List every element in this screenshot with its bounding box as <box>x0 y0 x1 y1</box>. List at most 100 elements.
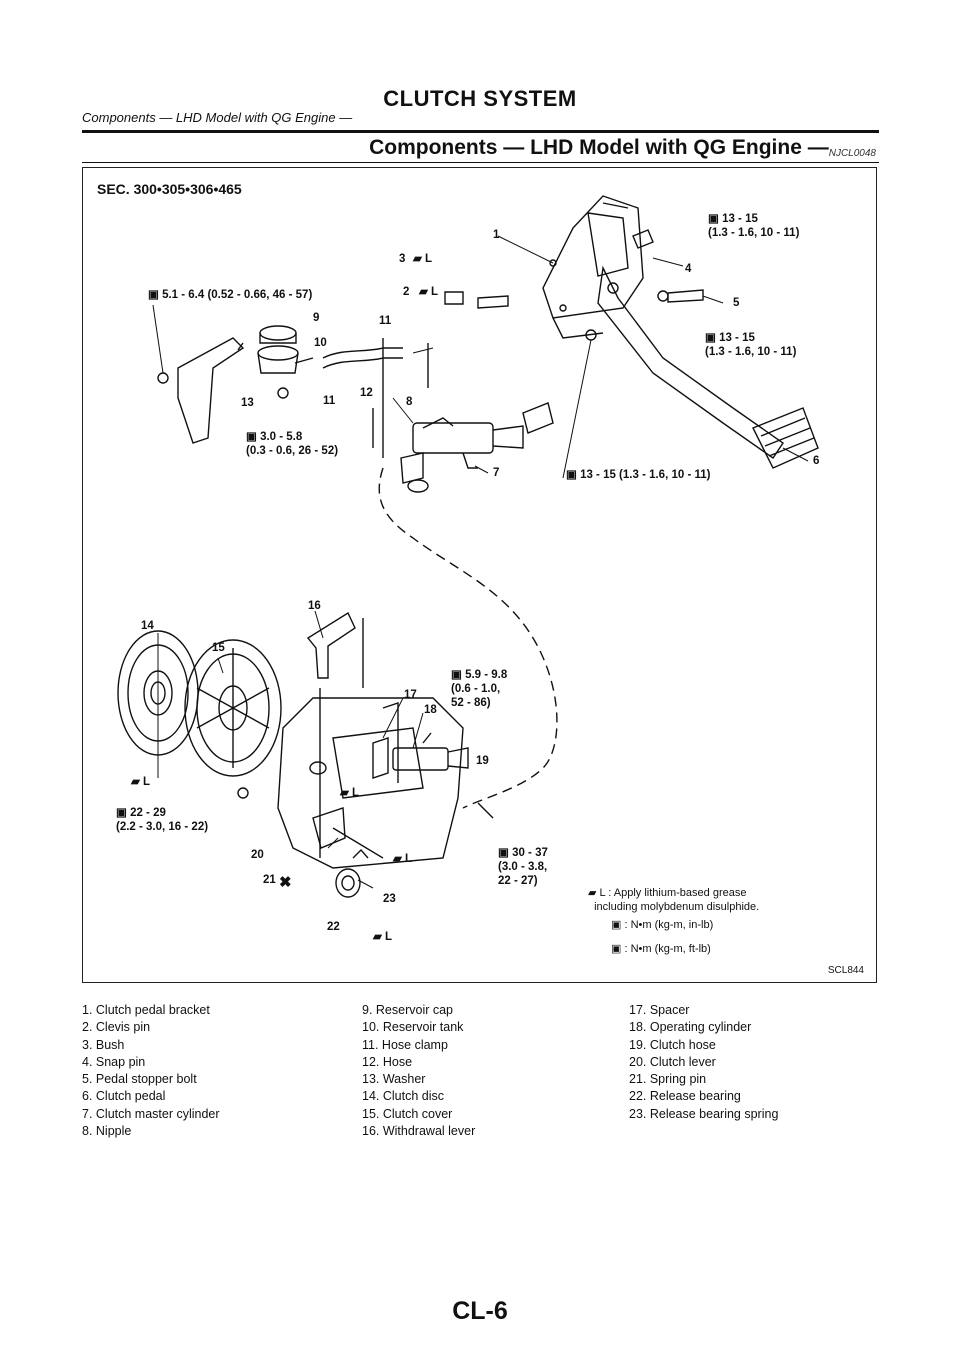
clutch-pipe-drawing <box>378 467 558 809</box>
part-item: 11. Hose clamp <box>362 1037 448 1052</box>
part-item: 4. Snap pin <box>82 1054 146 1069</box>
torque-label: ▣ 13 - 15 (1.3 - 1.6, 10 - 11) <box>705 331 796 359</box>
part-item: 17. Spacer <box>629 1003 690 1017</box>
legend-grease-text: : Apply lithium-based grease including m… <box>594 887 760 913</box>
section-code: NJCL0048 <box>828 148 876 159</box>
callout-number: 23 <box>383 893 396 905</box>
exploded-diagram: SEC. 300•305•306•465 ▣ 13 - 15 (1.3 - 1.… <box>82 167 877 983</box>
page-number: CL-6 <box>452 1297 508 1325</box>
clutch-cover-drawing <box>184 639 282 777</box>
reservoir-bracket-drawing <box>157 337 245 444</box>
part-item: 18. Operating cylinder <box>629 1020 752 1035</box>
part-item: 5. Pedal stopper bolt <box>82 1072 197 1087</box>
part-item: 8. Nipple <box>82 1124 132 1139</box>
cover-bolt-drawing <box>237 787 249 799</box>
hose-drawing <box>322 338 429 458</box>
grease-icon: ▰ L <box>393 853 413 865</box>
torque-text: 13 - 15 (1.3 - 1.6, 10 - 11) <box>708 213 800 239</box>
grease-marker: ▰ L <box>340 786 359 800</box>
transmission-housing-drawing <box>277 697 464 869</box>
section-title: Components — LHD Model with QG Engine —N… <box>369 136 876 160</box>
torque-wrench-icon: ▣ <box>451 669 466 681</box>
torque-wrench-icon: ▣ <box>611 919 625 931</box>
torque-text: 13 - 15 (1.3 - 1.6, 10 - 11) <box>580 469 711 481</box>
part-item: 12. Hose <box>362 1054 413 1069</box>
part-item: 23. Release bearing spring <box>629 1106 779 1121</box>
part-item: 9. Reservoir cap <box>362 1003 454 1017</box>
grease-marker: ▰ L <box>393 852 412 866</box>
withdrawal-lever-drawing <box>306 611 364 858</box>
torque-text: 5.9 - 9.8 (0.6 - 1.0, 52 - 86) <box>451 669 508 709</box>
clutch-pedal-drawing <box>597 265 819 469</box>
part-item: 2. Clevis pin <box>82 1020 151 1035</box>
torque-label: ▣ 3.0 - 5.8 (0.3 - 0.6, 26 - 52) <box>246 430 338 458</box>
section-title-text: Components — LHD Model with QG Engine — <box>369 136 829 159</box>
callout-number: 12 <box>360 387 373 399</box>
torque-label: ▣ 22 - 29 (2.2 - 3.0, 16 - 22) <box>116 806 208 834</box>
torque-wrench-icon: ▣ <box>148 289 163 301</box>
release-bearing-drawing <box>332 827 384 898</box>
operating-cylinder-drawing <box>372 702 469 783</box>
callout-number: 21 <box>263 874 276 886</box>
grease-icon: ▰ L <box>340 787 360 799</box>
torque-label: ▣ 13 - 15 (1.3 - 1.6, 10 - 11) <box>708 212 799 240</box>
part-item: 7. Clutch master cylinder <box>82 1106 220 1121</box>
torque-label: ▣ 30 - 37 (3.0 - 3.8, 22 - 27) <box>498 846 548 888</box>
figure-code: SCL844 <box>827 965 864 976</box>
callout-number: 9 <box>313 312 320 324</box>
callout-number: 13 <box>241 397 254 409</box>
bolts-drawing <box>444 229 704 341</box>
callout-number: 3 <box>399 253 406 265</box>
part-item: 14. Clutch disc <box>362 1089 444 1104</box>
diagram-drawing <box>117 195 819 898</box>
grease-icon: ▰ L <box>419 286 439 298</box>
grease-icon: ▰ L <box>413 253 433 265</box>
callout-number: 14 <box>141 620 154 632</box>
grease-icon: ▰ L <box>373 931 393 943</box>
part-item: 15. Clutch cover <box>362 1106 453 1121</box>
part-item: 3. Bush <box>82 1037 125 1052</box>
torque-text: 30 - 37 (3.0 - 3.8, 22 - 27) <box>498 847 548 887</box>
torque-wrench-icon: ▣ <box>705 332 720 344</box>
torque-label: ▣ 5.9 - 9.8 (0.6 - 1.0, 52 - 86) <box>451 668 507 710</box>
callout-number: 11 <box>379 315 392 327</box>
grease-marker: ▰ L <box>373 930 392 944</box>
torque-wrench-icon: ▣ <box>116 807 131 819</box>
callout-number: 22 <box>327 921 340 933</box>
grease-marker: ▰ L <box>413 252 432 266</box>
torque-text: 5.1 - 6.4 (0.52 - 0.66, 46 - 57) <box>162 289 313 301</box>
torque-wrench-icon: ▣ <box>498 847 513 859</box>
part-item: 6. Clutch pedal <box>82 1089 166 1104</box>
operating-bolt-drawing <box>477 802 494 819</box>
torque-text: 3.0 - 5.8 (0.3 - 0.6, 26 - 52) <box>246 431 339 457</box>
part-item: 19. Clutch hose <box>629 1037 716 1052</box>
callout-number: 15 <box>212 642 225 654</box>
torque-wrench-icon: ▣ <box>566 469 581 481</box>
section-rule <box>82 162 879 163</box>
parts-column-2: 9. Reservoir cap 10. Reservoir tank 11. … <box>362 1002 475 1140</box>
reservoir-tank-drawing <box>257 325 314 399</box>
master-cylinder-drawing <box>400 402 554 493</box>
torque-text: 22 - 29 (2.2 - 3.0, 16 - 22) <box>116 807 209 833</box>
grease-icon: ▰ L <box>588 887 609 899</box>
grease-marker: ▰ L <box>131 775 150 789</box>
legend-nm-in-text: : N•m (kg-m, in-lb) <box>624 919 714 931</box>
callout-number: 11 <box>323 395 336 407</box>
legend-nm-ft-text: : N•m (kg-m, ft-lb) <box>624 943 711 955</box>
callout-number: 10 <box>314 337 327 349</box>
callout-number: 5 <box>733 297 740 309</box>
leader-lines <box>152 235 809 889</box>
parts-column-1: 1. Clutch pedal bracket 2. Clevis pin 3.… <box>82 1002 220 1140</box>
callout-number: 4 <box>685 263 692 275</box>
callout-number: 16 <box>308 600 321 612</box>
legend-grease: ▰ L : Apply lithium-based grease includi… <box>588 886 759 914</box>
replace-x-icon: ✖ <box>279 874 292 891</box>
grease-marker: ▰ L <box>419 285 438 299</box>
callout-number: 7 <box>493 467 500 479</box>
callout-number: 8 <box>406 396 413 408</box>
part-item: 20. Clutch lever <box>629 1054 716 1069</box>
grease-icon: ▰ L <box>131 776 151 788</box>
page-header-title: CLUTCH SYSTEM <box>383 86 577 111</box>
part-item: 22. Release bearing <box>629 1089 741 1104</box>
torque-wrench-icon: ▣ <box>611 943 625 955</box>
